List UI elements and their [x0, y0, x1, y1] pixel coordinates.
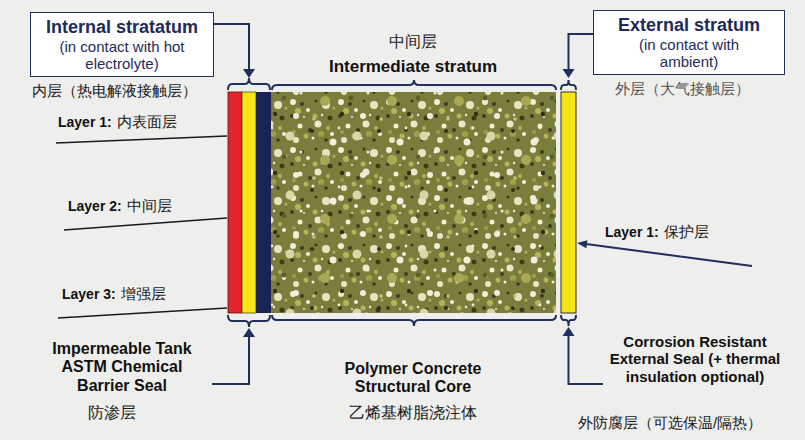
part-name: 防渗层: [88, 404, 136, 422]
arrowhead: [243, 69, 255, 78]
part-name: 外防腐层（可选保温/隔热）: [578, 414, 762, 431]
pointer-line: [569, 34, 594, 69]
layer-number: Layer 2:: [68, 198, 122, 214]
leader-lines: [56, 136, 227, 318]
part-description: Polymer Concrete Structural Core: [323, 360, 503, 397]
bracket: [272, 80, 556, 90]
stratum-chinese-heading: 内层（热电解液接触层）: [32, 82, 214, 100]
layer-number: Layer 1:: [605, 224, 659, 240]
stratum-box-outline: Internal stratatum(in contact with hot e…: [30, 12, 214, 77]
red-layer-stripe: [228, 92, 242, 313]
bracket: [228, 78, 270, 90]
arrowhead: [563, 69, 575, 78]
pointer-line: [569, 336, 604, 384]
layer-name: 中间层: [127, 197, 172, 214]
arrowheads: [243, 69, 587, 337]
stratum-heading: External stratum: [600, 15, 778, 36]
stratum-box-outline: External stratum(in contact with ambient…: [593, 10, 785, 75]
layer-name: 增强层: [121, 285, 166, 302]
stratum-box: Internal stratatum(in contact with hot e…: [30, 12, 214, 100]
arrowhead: [563, 327, 575, 336]
bracket: [272, 315, 556, 326]
arrowhead: [577, 240, 587, 248]
bracket: [561, 80, 576, 90]
layer-name: 内表面层: [117, 113, 177, 130]
arrowhead: [243, 328, 255, 337]
navy-layer-stripe: [256, 92, 271, 313]
brackets: [228, 78, 576, 327]
part-description: Impermeable Tank ASTM Chemical Barrier S…: [42, 340, 202, 395]
stratum-note: (in contact with hot electrolyte): [37, 38, 207, 73]
pointer-line: [586, 244, 752, 266]
pointer-line: [214, 24, 249, 69]
layer-number: Layer 3:: [62, 286, 116, 302]
concrete-aggregate: [271, 92, 556, 313]
bracket: [561, 315, 576, 326]
stratum-box: External stratum(in contact with ambient…: [593, 10, 785, 98]
leader-line: [56, 136, 227, 143]
layer-name: Intermediate stratum: [329, 57, 497, 77]
layer-number: Layer 1:: [58, 114, 112, 130]
concrete-core: [271, 92, 556, 313]
external-seal-stripe: [561, 92, 576, 313]
layer-name: 中间层: [389, 33, 437, 51]
pointer-lines: [212, 24, 752, 384]
yellow-layer-stripe: [242, 92, 256, 313]
concrete-aggregate: [271, 92, 556, 313]
bracket: [228, 315, 270, 327]
leader-line: [58, 308, 227, 318]
layer-name: 保护层: [664, 223, 709, 240]
stratum-note: (in contact with ambient): [614, 36, 764, 71]
stratum-chinese-heading: 外层（大气接触层）: [615, 80, 785, 98]
pointer-line: [212, 337, 249, 384]
part-name: 乙烯基树脂浇注体: [349, 404, 477, 422]
part-description: Corrosion Resistant External Seal (+ the…: [607, 333, 783, 385]
stratum-heading: Internal stratatum: [37, 17, 207, 38]
leader-line: [64, 218, 227, 230]
